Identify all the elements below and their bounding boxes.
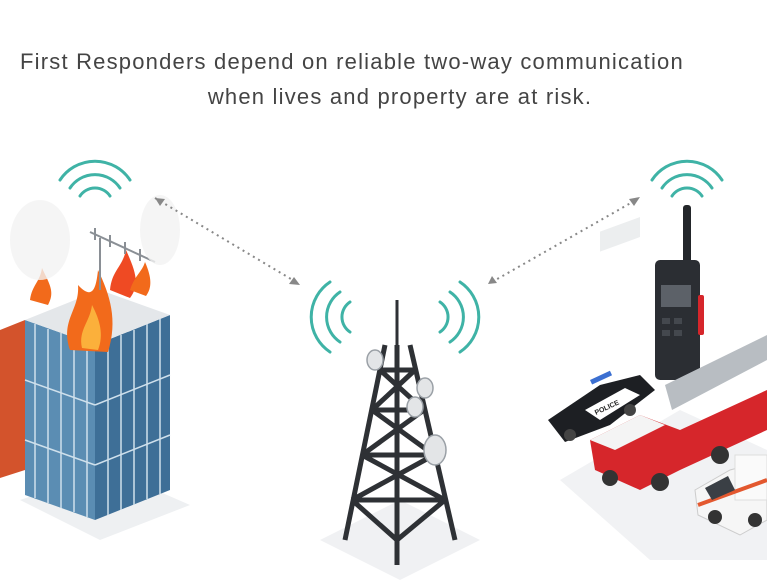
dish-icon bbox=[423, 434, 447, 466]
tower-signal-left-icon bbox=[309, 280, 352, 354]
fire-truck bbox=[590, 217, 767, 491]
burning-building bbox=[0, 195, 180, 520]
police-car: POLICE bbox=[548, 370, 655, 442]
headline-line-2: when lives and property are at risk. bbox=[207, 84, 593, 109]
fire-icon bbox=[67, 270, 113, 352]
ladder bbox=[665, 335, 767, 410]
smoke bbox=[10, 200, 70, 280]
side-building bbox=[0, 320, 25, 478]
dish-icon bbox=[406, 396, 424, 418]
radio-tower bbox=[342, 300, 458, 565]
dish-icon bbox=[416, 377, 434, 399]
ambulance bbox=[694, 454, 767, 536]
antenna-icon bbox=[89, 228, 156, 290]
two-way-radio bbox=[655, 205, 704, 380]
headline-line-1: First Responders depend on reliable two-… bbox=[20, 49, 684, 74]
link-arrow-tower-radio bbox=[491, 199, 637, 283]
tower-signal-right-icon bbox=[438, 280, 481, 354]
radio-signal-icon bbox=[650, 159, 724, 198]
building-signal-icon bbox=[58, 159, 132, 198]
dish-icon bbox=[366, 349, 384, 371]
